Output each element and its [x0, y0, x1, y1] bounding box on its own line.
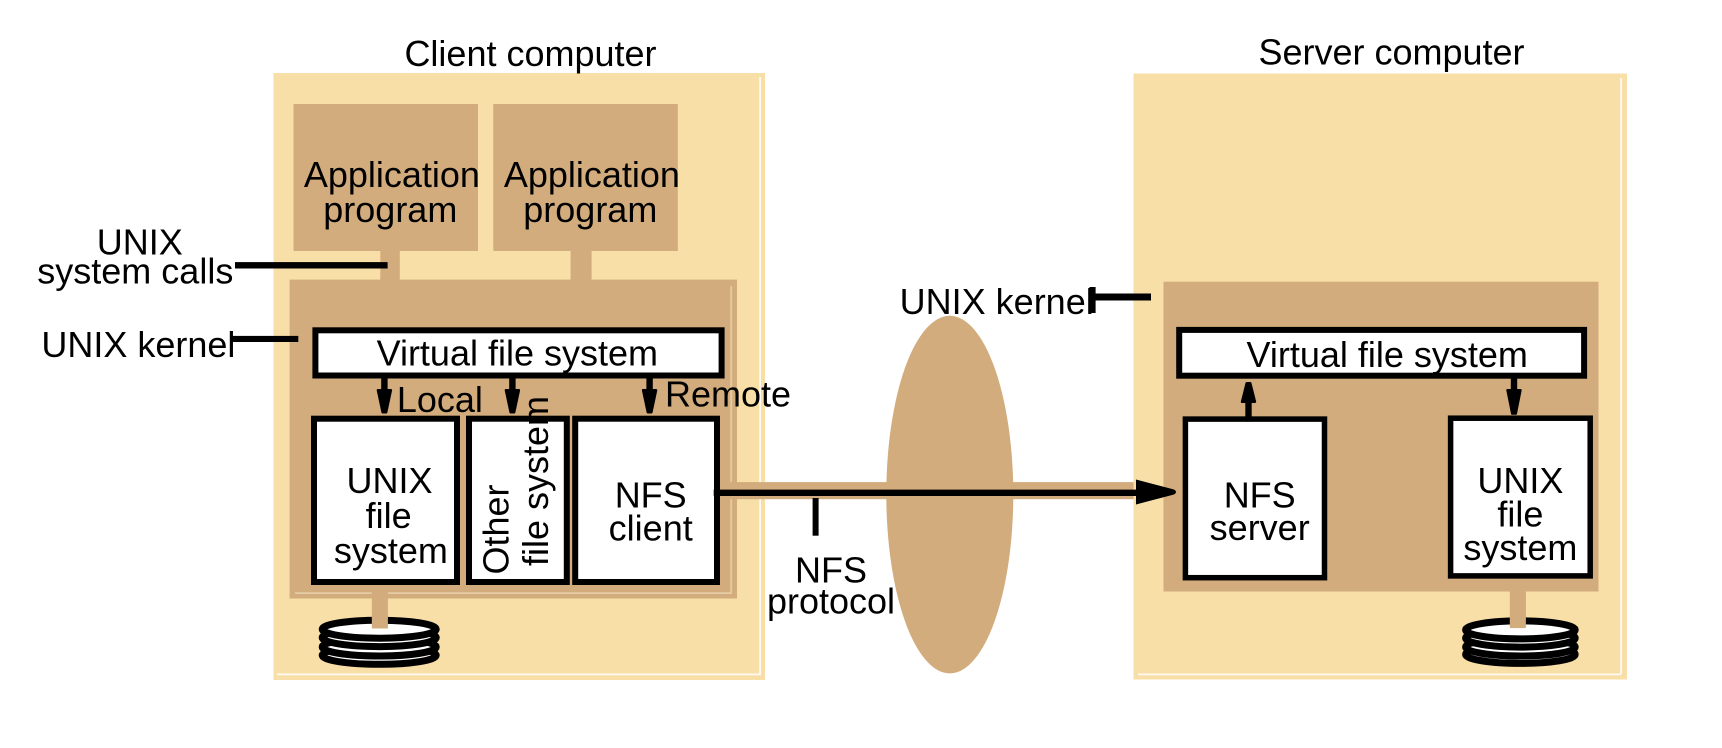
svg-text:NFS: NFS [615, 475, 687, 516]
svg-text:system: system [334, 530, 448, 571]
svg-text:UNIX: UNIX [1477, 460, 1563, 501]
svg-text:UNIX kernel: UNIX kernel [41, 324, 235, 365]
svg-text:file system: file system [515, 396, 556, 566]
svg-text:Application: Application [504, 154, 680, 195]
svg-text:protocol: protocol [767, 580, 895, 621]
svg-text:program: program [523, 189, 657, 230]
svg-text:UNIX kernel: UNIX kernel [900, 281, 1094, 322]
svg-text:system: system [1463, 527, 1577, 568]
svg-text:Application: Application [304, 154, 480, 195]
svg-text:file: file [1497, 494, 1543, 535]
svg-text:UNIX: UNIX [346, 460, 432, 501]
svg-text:Server computer: Server computer [1258, 32, 1524, 73]
svg-text:UNIX: UNIX [97, 222, 183, 263]
svg-text:file: file [366, 495, 412, 536]
svg-text:Client computer: Client computer [404, 33, 656, 74]
svg-text:NFS: NFS [795, 549, 867, 590]
svg-text:client: client [609, 508, 693, 549]
svg-text:NFS: NFS [1224, 475, 1296, 516]
svg-text:Remote: Remote [665, 374, 791, 415]
svg-text:system calls: system calls [37, 250, 233, 291]
svg-text:Other: Other [476, 484, 517, 574]
svg-text:Virtual file system: Virtual file system [377, 333, 658, 374]
svg-text:server: server [1210, 507, 1310, 548]
svg-text:program: program [323, 189, 457, 230]
svg-text:Local: Local [397, 379, 483, 420]
svg-text:Virtual file system: Virtual file system [1246, 334, 1527, 375]
